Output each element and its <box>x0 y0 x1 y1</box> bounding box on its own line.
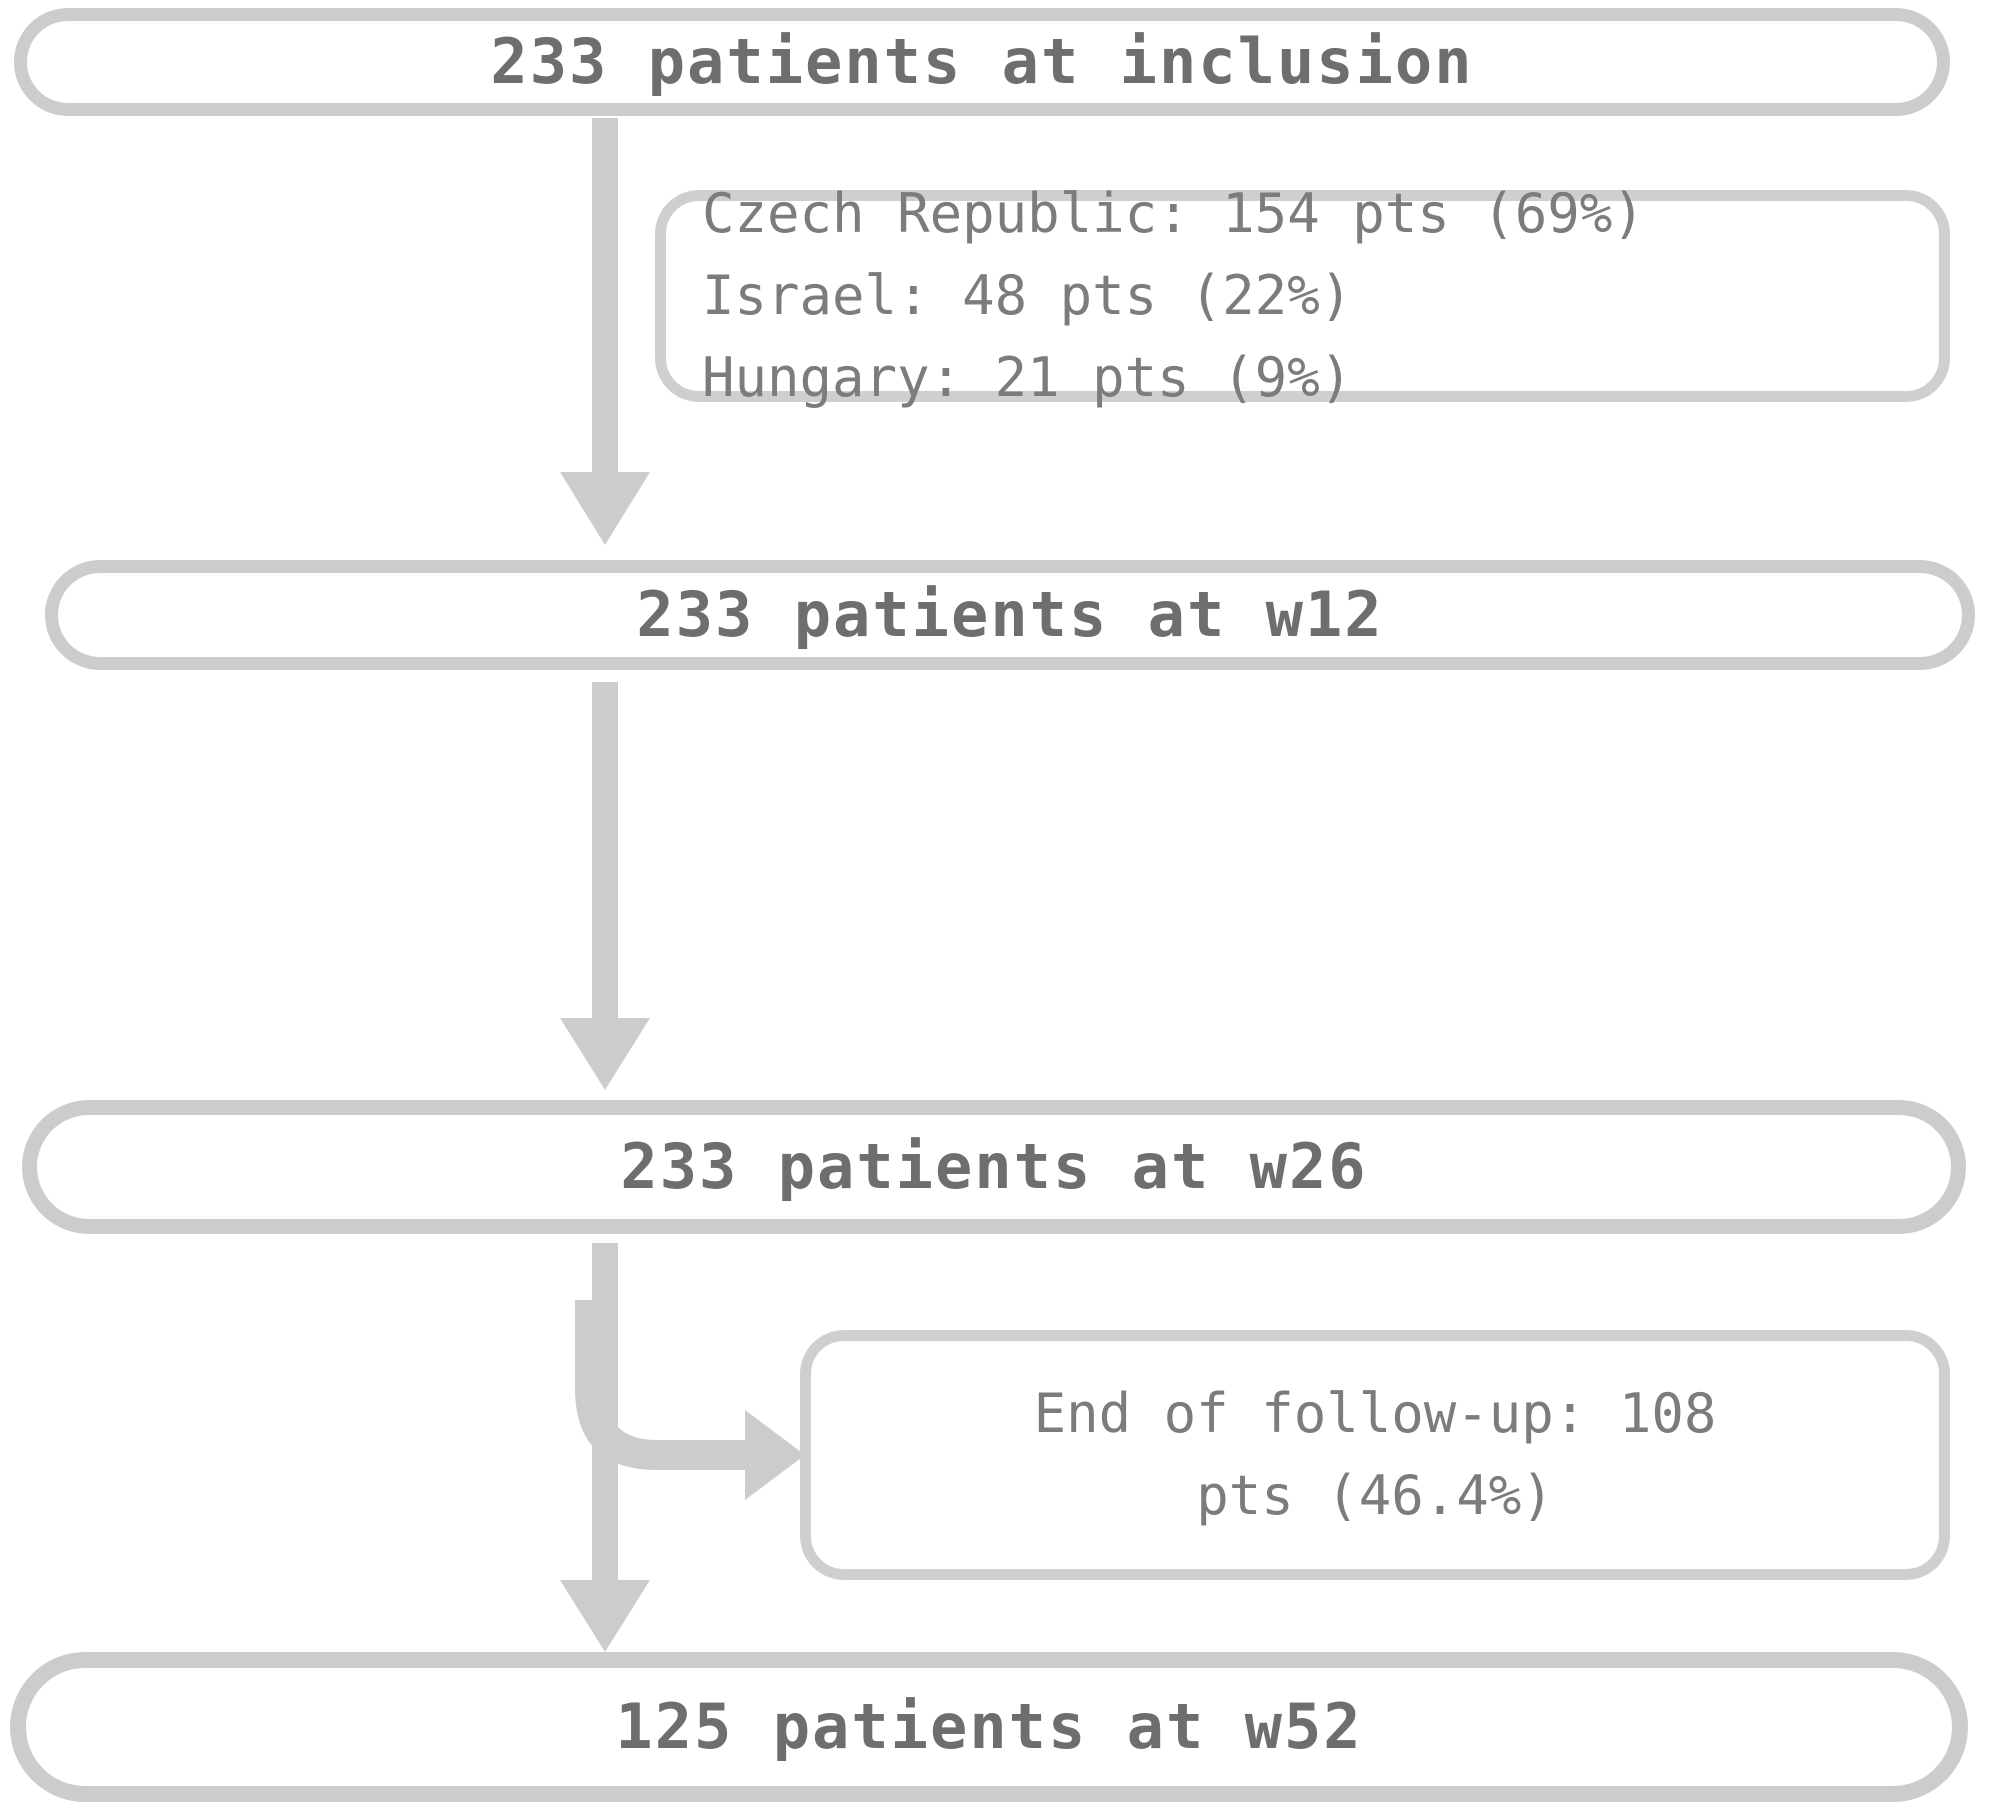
arrow-w12-to-w26 <box>560 682 650 1090</box>
arrow-w26-to-dropout <box>575 1300 805 1500</box>
node-w26[interactable]: 233 patients at w26 <box>22 1100 1966 1234</box>
arrow-w26-to-w52 <box>560 1243 650 1652</box>
node-inclusion[interactable]: 233 patients at inclusion <box>14 8 1950 116</box>
side-box-country-breakdown[interactable]: Czech Republic: 154 pts (69%) Israel: 48… <box>655 182 1950 409</box>
node-inclusion-label: 233 patients at inclusion <box>490 24 1474 98</box>
node-w12[interactable]: 233 patients at w12 <box>45 560 1975 670</box>
country-line-czech: Czech Republic: 154 pts (69%) <box>702 181 1645 245</box>
dropout-line-2: pts (46.4%) <box>1196 1464 1554 1527</box>
node-w26-label: 233 patients at w26 <box>620 1129 1368 1203</box>
country-line-israel: Israel: 48 pts (22%) <box>702 263 1353 327</box>
node-w52[interactable]: 125 patients at w52 <box>10 1652 1968 1802</box>
node-w52-label: 125 patients at w52 <box>615 1689 1363 1763</box>
side-box-end-of-followup[interactable]: End of follow-up: 108 pts (46.4%) <box>800 1330 1950 1580</box>
country-line-hungary: Hungary: 21 pts (9%) <box>702 346 1353 410</box>
dropout-line-1: End of follow-up: 108 <box>1033 1381 1717 1445</box>
arrow-inclusion-to-w12 <box>560 118 650 545</box>
node-w12-label: 233 patients at w12 <box>636 577 1384 651</box>
